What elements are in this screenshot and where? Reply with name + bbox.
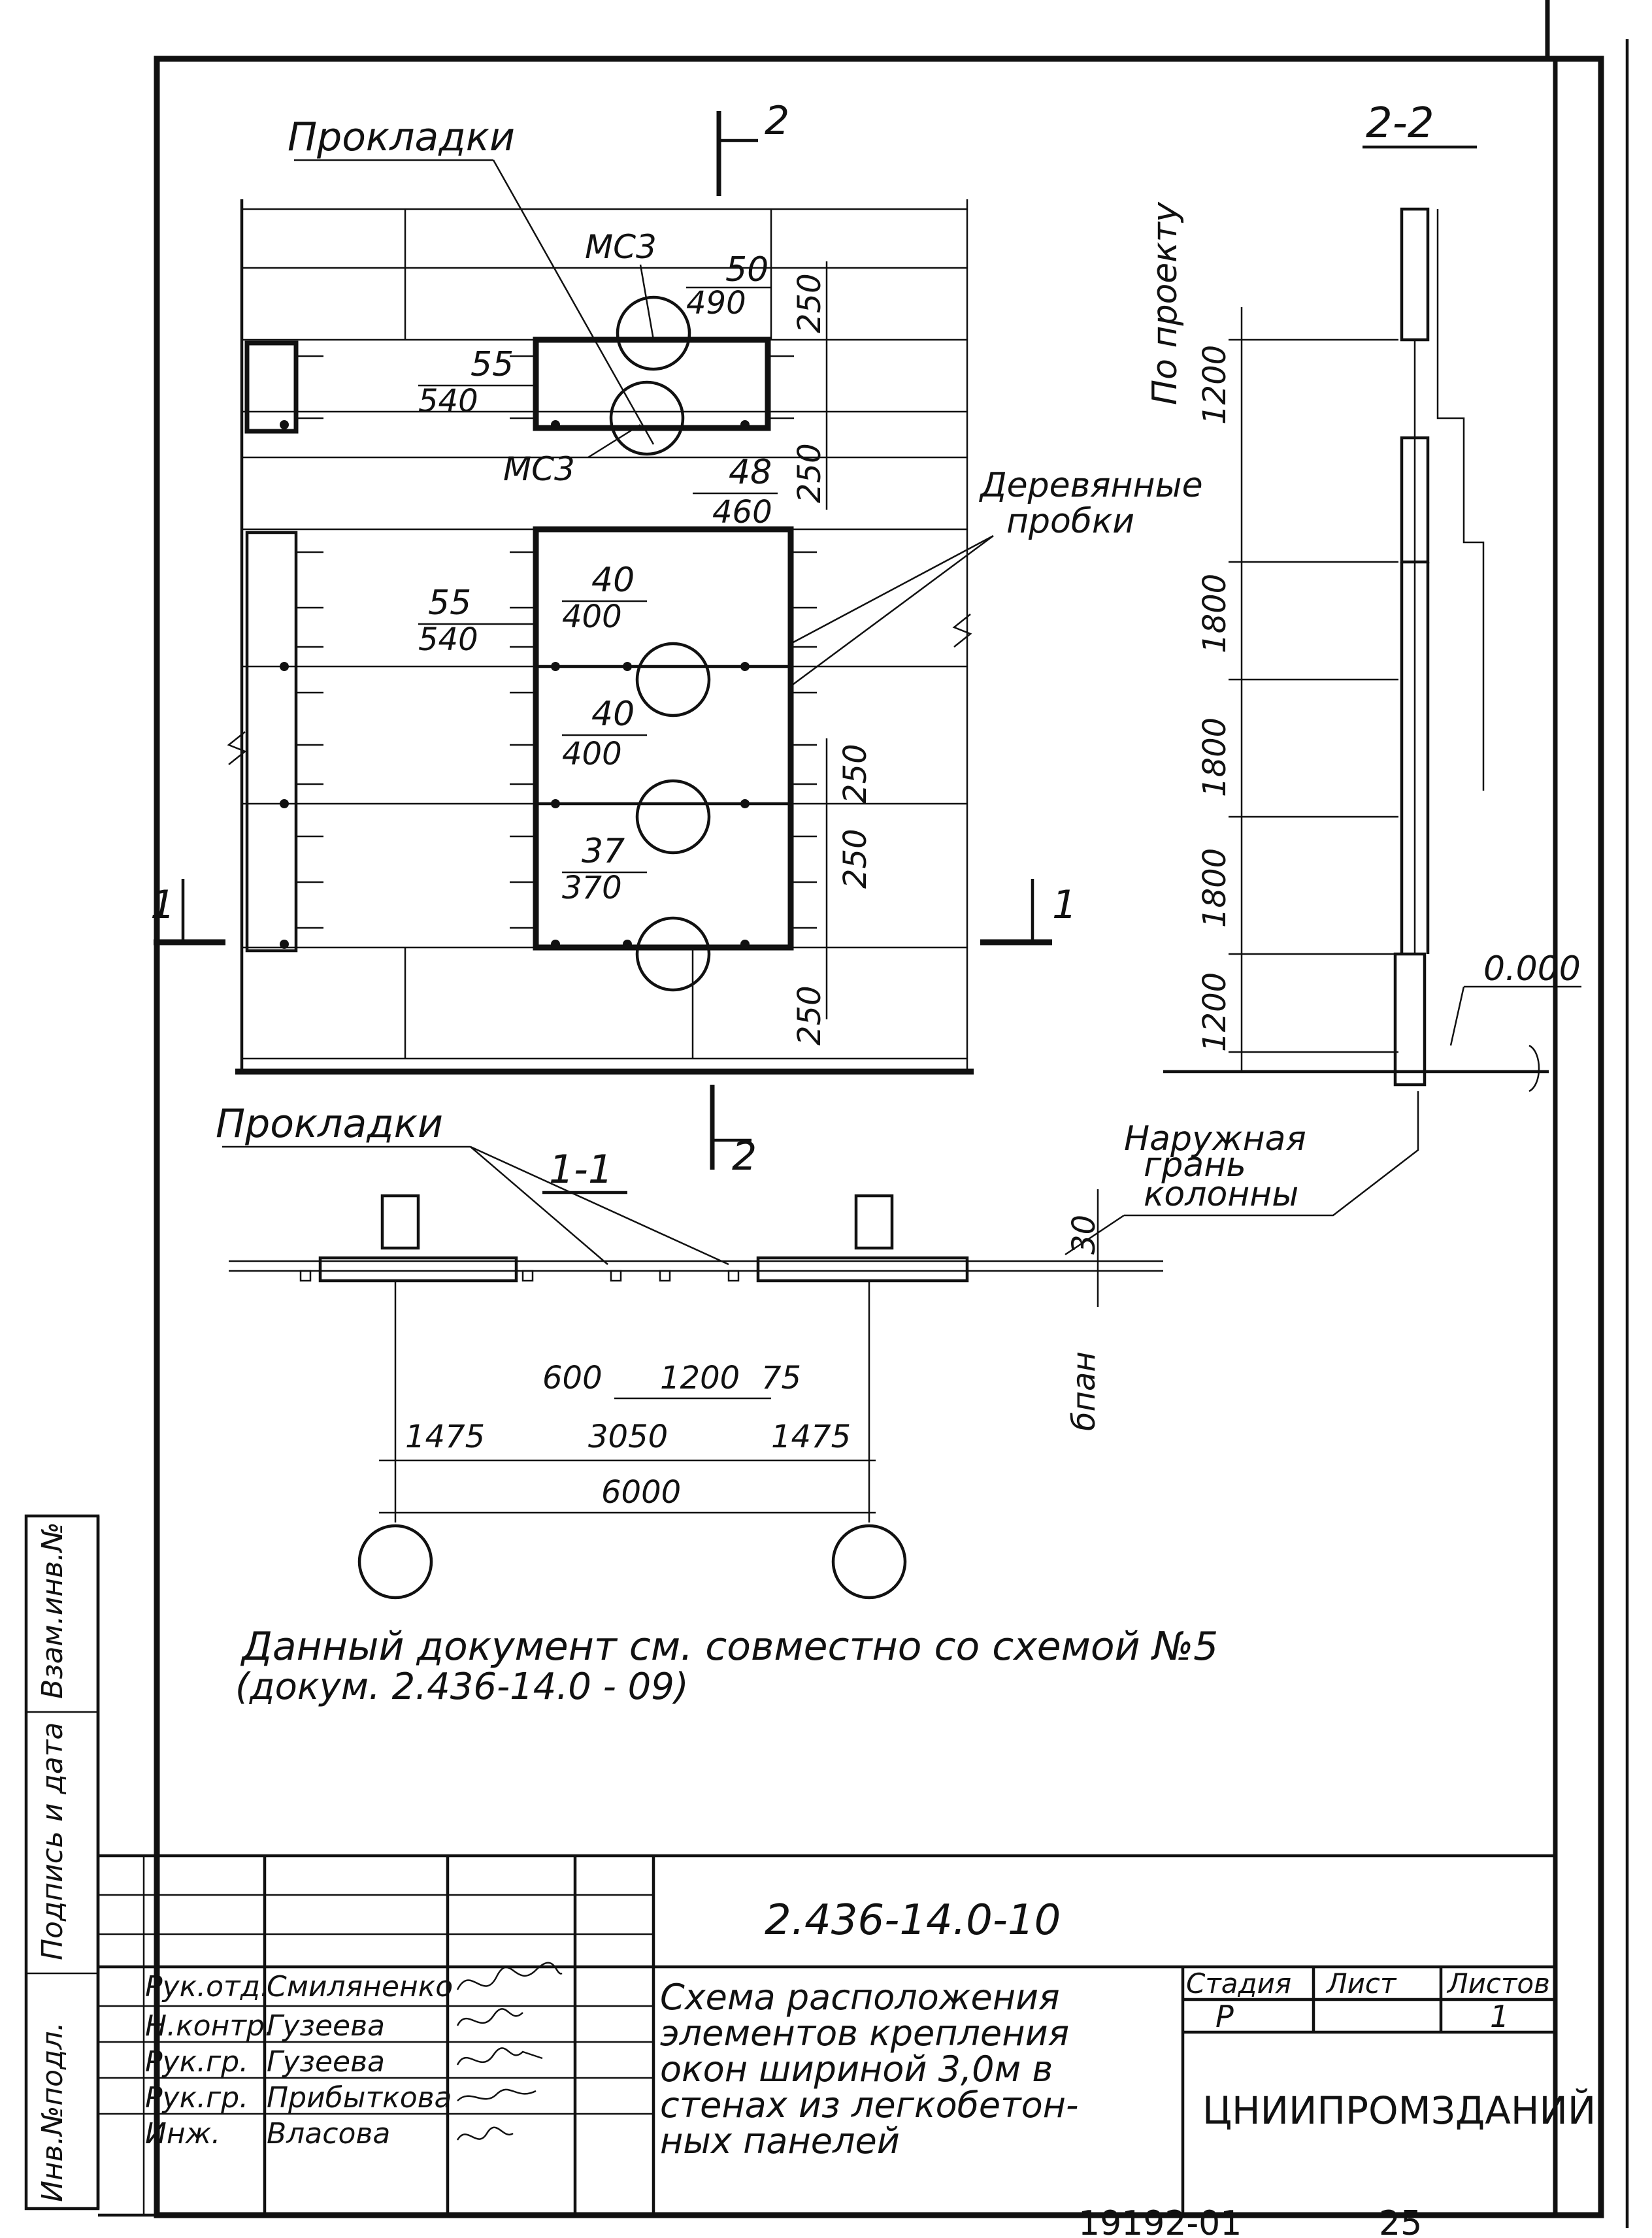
outer-face-label-1: Наружная — [1124, 1119, 1306, 1159]
dim-250: 250 — [837, 829, 874, 889]
mc3-label-top: МС3 — [585, 228, 657, 266]
title-line-5: ных панелей — [660, 2120, 900, 2162]
title-line-3: окон шириной 3,0м в — [660, 2049, 1053, 2090]
sheets-value: 1 — [1490, 1999, 1509, 2034]
node-label-den: 460 — [712, 494, 772, 531]
node-label-num: 50 — [725, 250, 768, 289]
role-group-head: Рук.гр. — [145, 2045, 248, 2079]
sheet-header: Лист — [1325, 1967, 1397, 1999]
gaskets-callout-bottom: Прокладки — [216, 1101, 443, 1147]
name-head-dept: Смиляненко — [267, 1970, 453, 2003]
node-label-num: 48 — [729, 453, 772, 492]
dim-1800: 1800 — [1197, 717, 1233, 797]
node-label-num: 55 — [428, 584, 471, 623]
section-2-label-top: 2 — [765, 98, 789, 144]
outer-face-label-2: грань — [1144, 1145, 1246, 1185]
footer: 19192-01 25 — [1078, 2204, 1422, 2238]
side-stamp-replaced: Взам.инв.№ — [36, 1522, 69, 1699]
inventory-number: 19192-01 — [1078, 2204, 1242, 2238]
name-norm-control: Гузеева — [267, 2009, 385, 2043]
wooden-plugs-label-2: пробки — [1006, 502, 1134, 541]
dim-75: 75 — [761, 1360, 801, 1396]
mc3-label-bottom: МС3 — [503, 450, 575, 488]
note-block: Данный документ см. совместно со схемой … — [235, 1624, 1218, 1708]
dim-250: 250 — [791, 273, 828, 333]
fastener-ticks — [297, 355, 817, 929]
dim-1800: 1800 — [1197, 574, 1233, 653]
anchor-dots — [280, 420, 750, 949]
node-label-den: 540 — [418, 621, 478, 658]
node-label-num: 37 — [582, 832, 625, 871]
side-stamp-signature: Подпись и дата — [36, 1722, 69, 1960]
role-engineer: Инж. — [145, 2117, 220, 2150]
side-stamp-inv-orig: Инв.№подл. — [36, 2022, 69, 2202]
dim-1475-left: 1475 — [405, 1419, 485, 1455]
dim-1200: 1200 — [660, 1360, 740, 1396]
node-label-num: 55 — [471, 345, 514, 384]
note-line-2: (докум. 2.436-14.0 - 09) — [235, 1666, 689, 1708]
node-label-den: 400 — [562, 599, 622, 635]
dim-250: 250 — [791, 985, 828, 1045]
elevation-mark-0000: 0.000 — [1483, 949, 1581, 989]
node-label-den: 400 — [562, 736, 622, 772]
node-label-den: 490 — [686, 285, 746, 321]
section-2-label-bottom: 2 — [732, 1134, 757, 1179]
role-norm-control: Н.контр. — [145, 2009, 274, 2043]
doc-code: 2.436-14.0-10 — [765, 1896, 1061, 1945]
node-label-num: 40 — [591, 561, 635, 600]
section-1-1-title: 1-1 — [549, 1147, 613, 1193]
sheets-header: Листов — [1446, 1967, 1550, 1999]
name-engineer: Власова — [267, 2117, 390, 2150]
title-block: 2.436-14.0-10 Рук.отд. Н.контр. Рук.гр. … — [98, 1854, 1596, 2217]
dim-1800: 1800 — [1197, 848, 1233, 928]
node-label-den: 540 — [418, 383, 478, 420]
dim-250: 250 — [791, 443, 828, 503]
organization-name: ЦНИИПРОМЗДАНИЙ — [1202, 2088, 1596, 2133]
dim-1475-right: 1475 — [771, 1419, 851, 1455]
title-line-2: элементов крепления — [660, 2013, 1069, 2054]
dim-600: 600 — [542, 1360, 603, 1396]
note-line-1: Данный документ см. совместно со схемой … — [240, 1624, 1218, 1670]
role-group-head: Рук.гр. — [145, 2081, 248, 2115]
name-group-head: Гузеева — [267, 2045, 385, 2079]
dim-1200: 1200 — [1197, 345, 1233, 425]
side-stamp: Инв.№подл. Подпись и дата Взам.инв.№ — [24, 1514, 100, 2211]
outer-face-label-3: колонны — [1144, 1175, 1298, 1214]
elevation-annotations: Прокладки МС3 МС3 Деревянные пробки 50 4… — [288, 114, 1203, 1045]
dim-30: 30 — [1066, 1215, 1102, 1255]
facade-elevation — [227, 199, 974, 1075]
dim-6000: 6000 — [601, 1474, 681, 1511]
stage-value: Р — [1215, 1999, 1234, 2034]
dim-250: 250 — [837, 744, 874, 804]
section-2-2: 2-2 По проекту 1200 1800 1800 1800 1200 … — [1065, 99, 1581, 1256]
name-group-head: Прибыткова — [267, 2081, 452, 2115]
node-label-num: 40 — [591, 695, 635, 734]
section-1-label-left: 1 — [150, 882, 175, 928]
title-line-4: стенах из легкобетон- — [660, 2084, 1078, 2126]
gaskets-callout-top: Прокладки — [288, 114, 515, 160]
node-label-den: 370 — [562, 870, 622, 906]
dim-1200: 1200 — [1197, 972, 1233, 1052]
per-project-label: По проекту — [1146, 201, 1185, 405]
section-markers: 2 2 1 1 — [150, 98, 1077, 1179]
page-number: 25 — [1379, 2204, 1422, 2238]
stage-header: Стадия — [1186, 1967, 1291, 1999]
dim-3050: 3050 — [588, 1419, 668, 1455]
section-2-2-title: 2-2 — [1366, 99, 1434, 148]
section-1-label-right: 1 — [1052, 882, 1077, 928]
title-line-1: Схема расположения — [660, 1977, 1060, 2018]
dim-label-bpan: бпан — [1066, 1351, 1102, 1431]
section-1-1: Прокладки 1-1 600 1200 75 1475 3050 1475… — [216, 1101, 1163, 1600]
role-head-dept: Рук.отд. — [145, 1970, 269, 2003]
wooden-plugs-label-1: Деревянные — [979, 466, 1203, 505]
signatures — [456, 1962, 563, 2141]
